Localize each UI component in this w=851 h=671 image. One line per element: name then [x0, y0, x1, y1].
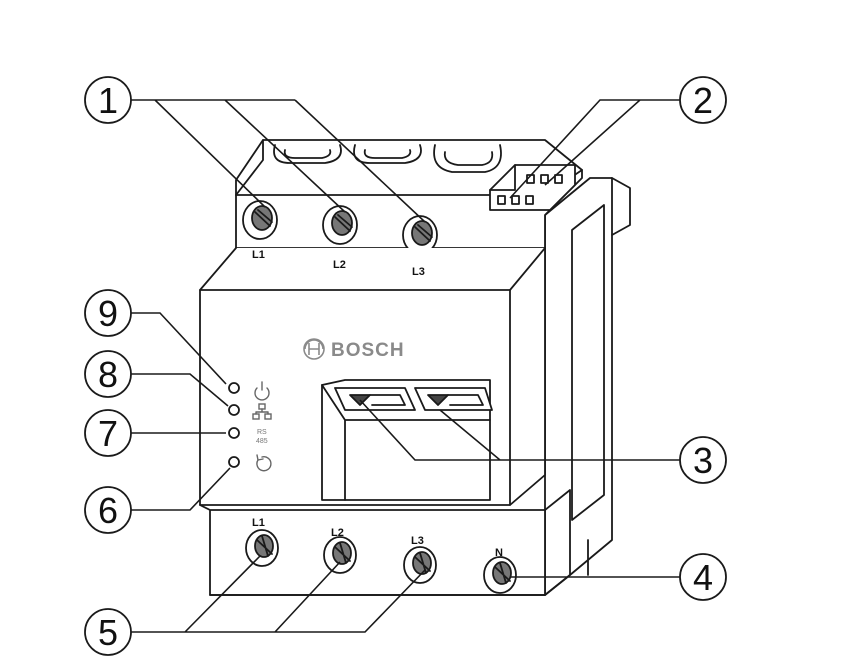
callout-2-number: 2 — [693, 80, 713, 121]
bottom-label-n: N — [495, 547, 503, 559]
led-rs485 — [228, 427, 240, 439]
top-label-l1: L1 — [252, 249, 265, 261]
top-terminal-l2 — [322, 205, 358, 245]
callout-6-number: 6 — [98, 490, 118, 531]
power-icon — [254, 381, 270, 401]
callout-9: 9 — [84, 289, 132, 337]
cable-entry-1 — [273, 144, 342, 164]
bottom-terminal-l3 — [403, 546, 437, 584]
reset-arrow-icon — [256, 454, 272, 472]
led-reset — [228, 456, 240, 468]
device-side-panel — [544, 177, 631, 596]
network-icon — [252, 403, 272, 420]
brand-name: BOSCH — [331, 340, 405, 361]
leader-lines — [131, 99, 680, 633]
bottom-label-l1: L1 — [252, 517, 265, 529]
callout-3: 3 — [679, 436, 727, 484]
callout-4: 4 — [679, 553, 727, 601]
bottom-label-l2: L2 — [331, 527, 344, 539]
callout-3-number: 3 — [693, 440, 713, 481]
callout-1-number: 1 — [98, 80, 118, 121]
bosch-logo-icon — [303, 338, 325, 360]
callout-8: 8 — [84, 350, 132, 398]
top-label-l2: L2 — [333, 259, 346, 271]
callout-1: 1 — [84, 76, 132, 124]
callout-7-number: 7 — [98, 413, 118, 454]
callout-4-number: 4 — [693, 557, 713, 598]
led-network — [228, 404, 240, 416]
callout-8-number: 8 — [98, 354, 118, 395]
callout-5: 5 — [84, 608, 132, 656]
callout-7: 7 — [84, 409, 132, 457]
callout-2: 2 — [679, 76, 727, 124]
device-bottom-housing — [199, 489, 571, 596]
top-terminal-l1 — [242, 200, 278, 240]
top-label-l3: L3 — [412, 266, 425, 278]
led-power — [228, 382, 240, 394]
callout-9-number: 9 — [98, 293, 118, 334]
rs485-label-line2: 485 — [256, 438, 268, 445]
bottom-terminal-n — [483, 556, 517, 594]
bottom-terminal-l2 — [323, 536, 357, 574]
bottom-terminal-l1 — [245, 529, 279, 567]
cable-entry-2 — [353, 144, 422, 164]
ethernet-recess — [321, 379, 493, 501]
callout-5-number: 5 — [98, 612, 118, 653]
callout-6: 6 — [84, 486, 132, 534]
bottom-label-l3: L3 — [411, 535, 424, 547]
rs485-label-line1: RS — [257, 429, 267, 436]
